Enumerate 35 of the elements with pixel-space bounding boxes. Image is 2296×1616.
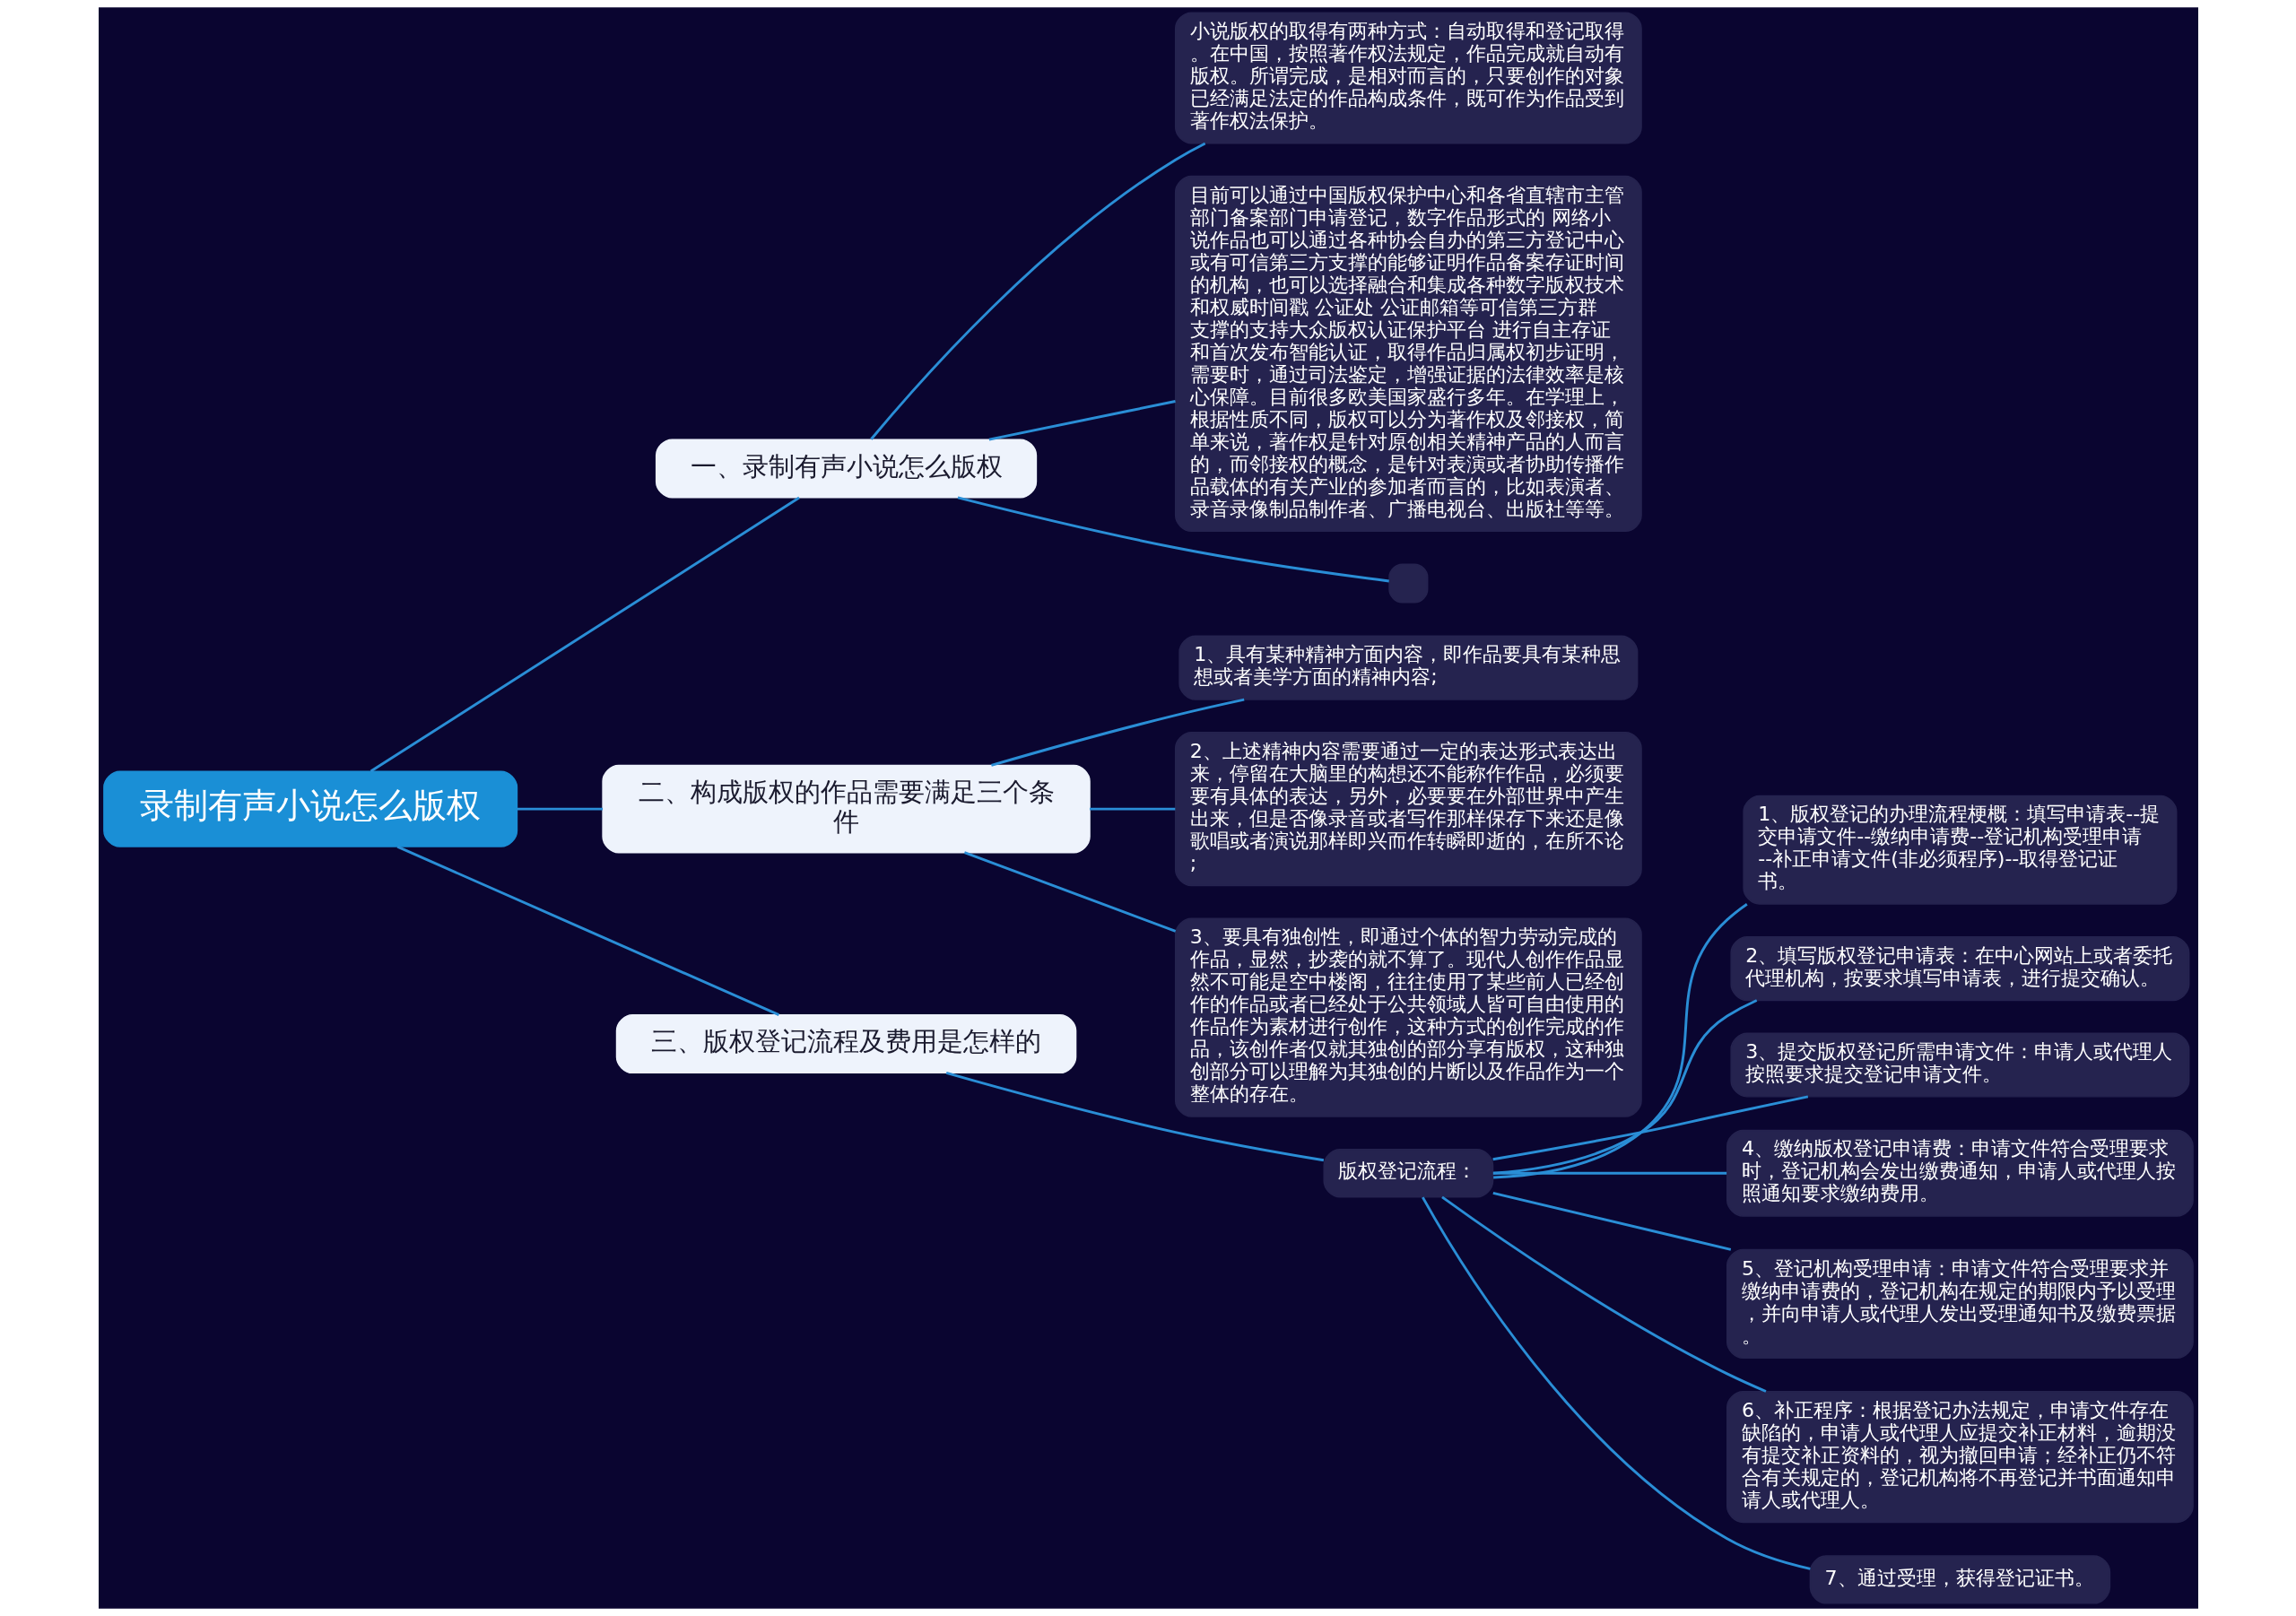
connector [1492,903,1748,1179]
node-box: 3、提交版权登记所需申请文件：申请人或代理人按照要求提交登记申请文件。 [1729,1032,2189,1098]
node-box: 5、登记机构受理申请：申请文件符合受理要求并缴纳申请费的，登记机构在规定的期限内予以受理，并向申请人或代理人发出受理通知书及缴费票据。 [1726,1248,2194,1359]
connector [1421,1196,1811,1570]
connector [1440,1195,1767,1393]
connector [1492,1191,1731,1251]
connector [1492,1095,1808,1161]
node-box: 3、要具有独创性，即通过个体的智力劳动完成的作品，显然，抄袭的就不算了。现代人创作作品显然不可能是空中楼阁，往往使用了某些前人已经创作的作品或者已经处于公共领域人皆可自由使用的作品作为素材进行创作，这种方式的创作完成的作品，该创作者仅就其独创的部分享有版权，这种独创部分可以理解为其独创的片断以及作品作为一个整体的存在。 [1174,917,1642,1117]
connector [957,496,1389,583]
node-box: 二、构成版权的作品需要满足三个条件 [601,764,1091,854]
node-box: 7、通过受理，获得登记证书。 [1809,1555,2110,1604]
node-box: 目前可以通过中国版权保护中心和各省直辖市主管部门备案部门申请登记，数字作品形式的 网络小说作品也可以通过各种协会自办的第三方登记中心或有可信第三方支撑的能够证明作品备案存证时间的机构，也可以选择融合和集成各种数字版权技术和权威时间戳 公证处 公证邮箱等可信第三方群支撑的支持大众版权认证保护平台 进行自主存证和首次发布智能认证，取得作品归属权初步证明，需要时，通过司法鉴定，增强证据的法律效率是核心保障。目前很多欧美国家盛行多年。在学理上，根据性质不同，版权可以分为著作权及邻接权，简单来说，著作权是针对原创相关精神产品的人而言的，而邻接权的概念，是针对表演或者协助传播作品载体的有关产业的参加者而言的，比如表演者、录音录像制品制作者、广播电视台、出版社等等。 [1174,175,1642,533]
node-box: 版权登记流程： [1322,1149,1493,1198]
node-box [1387,563,1428,604]
node-box: 1、版权登记的办理流程梗概：填写申请表--提交申请文件--缴纳申请费--登记机构受理申请--补正申请文件(非必须程序)--取得登记证书。 [1742,795,2177,905]
connector [1089,807,1175,811]
connector [963,851,1176,933]
node-box: 录制有声小说怎么版权 [102,770,517,847]
node-box: 6、补正程序：根据登记办法规定，申请文件存在缺陷的，申请人或代理人应提交补正材料，逾期没有提交补正资料的，视为撤回申请；经补正仍不符合有关规定的，登记机构将不再登记并书面通知申请人或代理人。 [1726,1391,2194,1524]
node-box: 1、具有某种精神方面内容，即作品要具有某种思想或者美学方面的精神内容; [1178,635,1638,700]
connector [396,845,779,1016]
node-box: 三、版权登记流程及费用是怎样的 [615,1013,1076,1074]
connector [370,496,800,773]
node-box: 2、上述精神内容需要通过一定的表达形式表达出来，停留在大脑里的构想还不能称作作品，必须要要有具体的表达，另外，必要要在外部世界中产生出来，但是否像录音或者写作那样保存下来还是像歌唱或者演说那样即兴而作转瞬即逝的，在所不论; [1174,732,1642,887]
node-box: 一、录制有声小说怎么版权 [655,439,1037,499]
node-box: 4、缴纳版权登记申请费：申请文件符合受理要求时，登记机构会发出缴费通知，申请人或代理人按照通知要求缴纳费用。 [1726,1129,2194,1217]
connector [945,1072,1324,1162]
connector [1492,1171,1726,1175]
connector [988,400,1176,441]
connector [990,698,1245,767]
connector [869,142,1205,440]
node-box: 小说版权的取得有两种方式：自动取得和登记取得。在中国，按照著作权法规定，作品完成就自动有版权。所谓完成，是相对而言的，只要创作的对象已经满足法定的作品构成条件，既可作为作品受到著作权法保护。 [1174,12,1642,144]
connector [1492,999,1757,1175]
node-box: 2、填写版权登记申请表：在中心网站上或者委托代理机构，按要求填写申请表，进行提交确认。 [1729,936,2189,1002]
connector [517,807,603,811]
